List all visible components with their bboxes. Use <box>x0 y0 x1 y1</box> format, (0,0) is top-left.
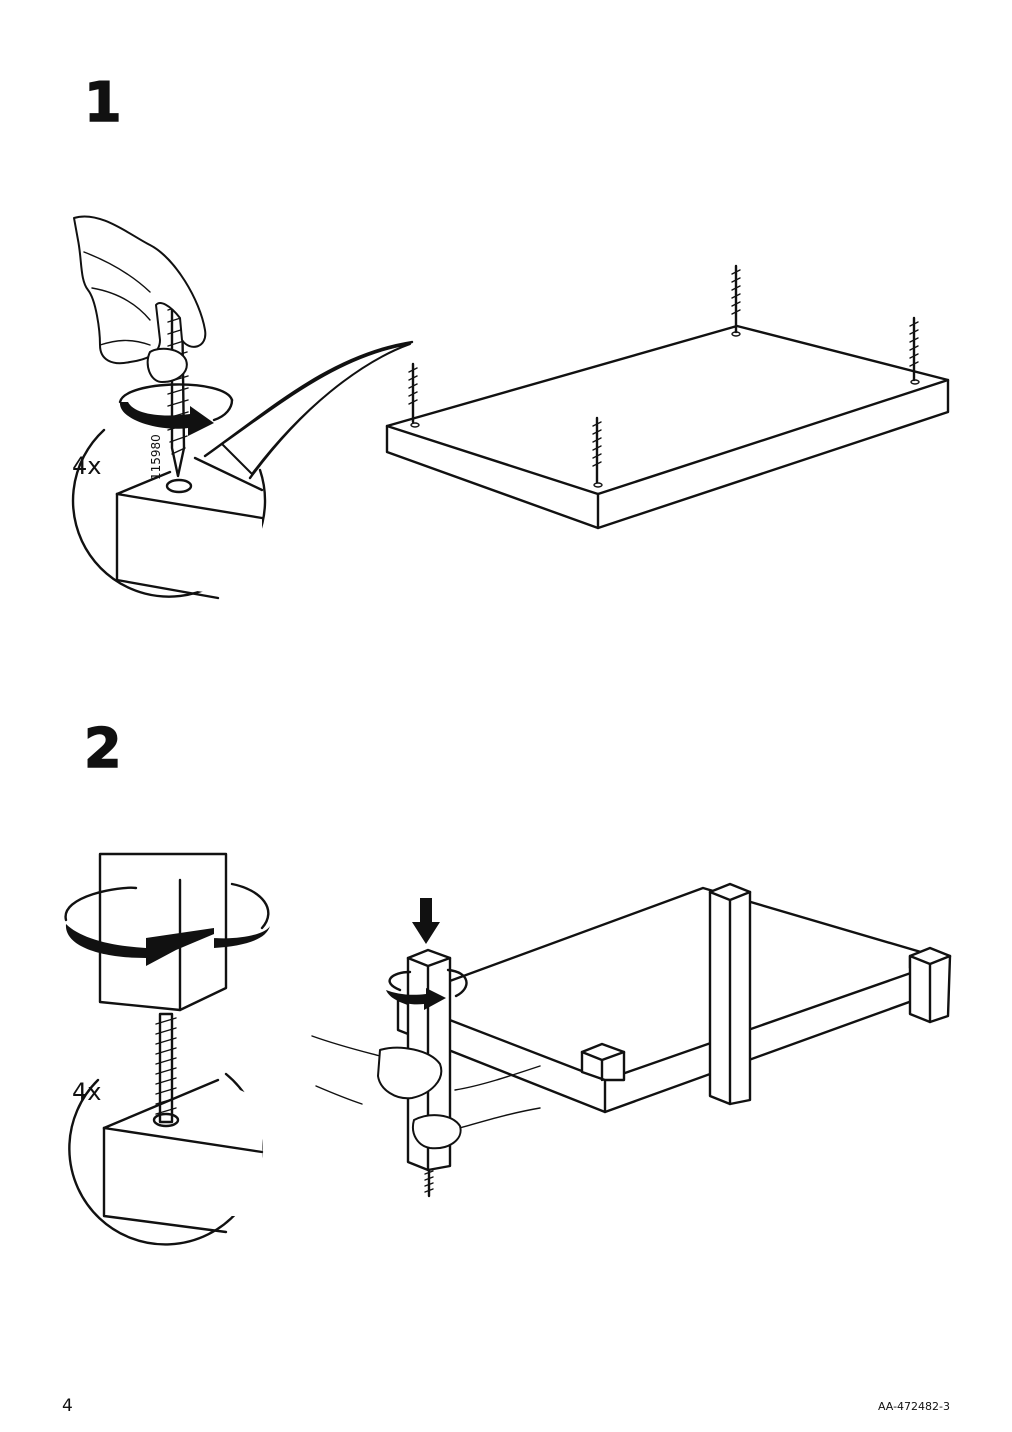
table-leg <box>708 882 752 1106</box>
screw-icon <box>155 1012 177 1124</box>
step-2-detail-callout <box>64 852 270 1246</box>
step-1-detail-callout <box>71 340 414 600</box>
step-2-number: 2 <box>83 717 122 780</box>
document-code: AA-472482-3 <box>877 1400 950 1413</box>
step-1-part-number: 115980 <box>149 434 163 480</box>
step-2-quantity: 4x <box>72 1078 102 1106</box>
step-1-tabletop <box>385 264 950 530</box>
table-leg <box>580 1042 626 1082</box>
step-1-number: 1 <box>83 71 122 134</box>
page-number: 4 <box>62 1396 73 1416</box>
screw-icon <box>408 362 420 428</box>
table-leg <box>908 946 952 1024</box>
down-arrow-icon <box>412 898 440 944</box>
screw-icon <box>731 264 741 337</box>
rotate-arrow-icon <box>386 968 468 1010</box>
screw-icon <box>909 316 920 385</box>
step-1-quantity: 4x <box>72 452 102 480</box>
step-1-screw-in-hand <box>73 215 234 478</box>
step-2-table-assembly <box>311 882 952 1198</box>
screw-icon <box>592 416 603 488</box>
